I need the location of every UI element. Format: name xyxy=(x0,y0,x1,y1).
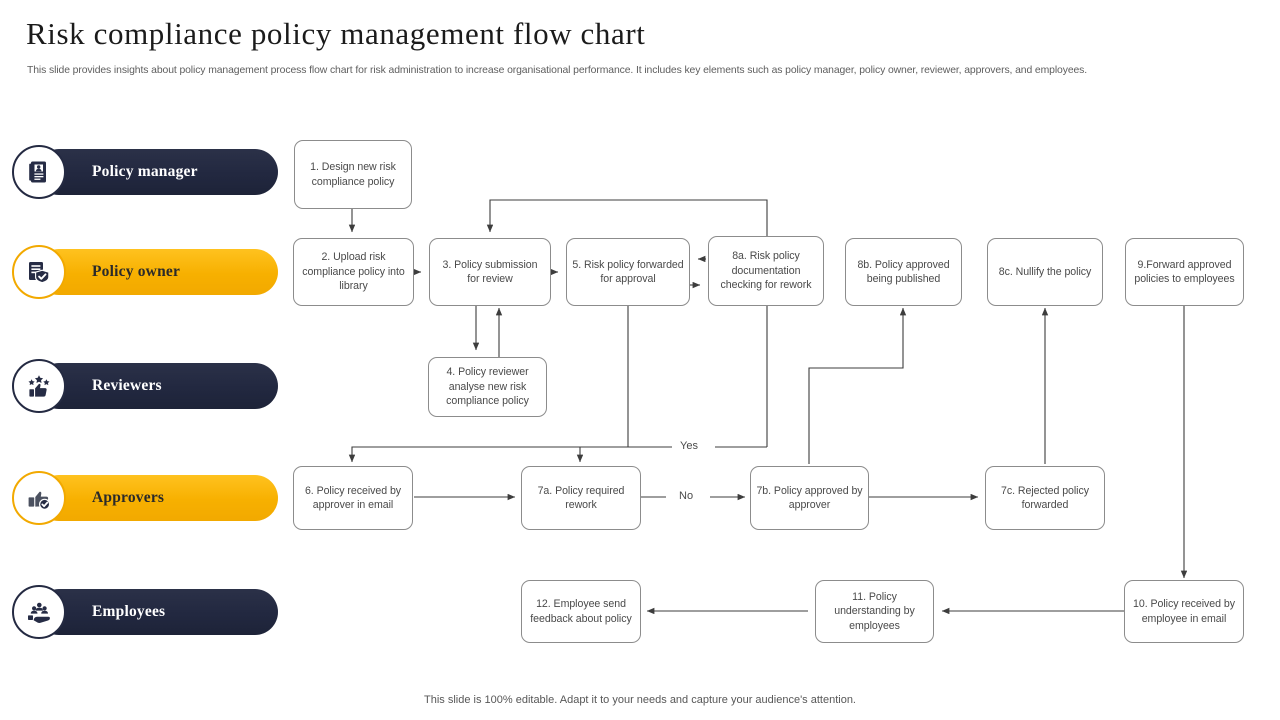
page-subtitle: This slide provides insights about polic… xyxy=(27,65,1088,76)
lane-label: Approvers xyxy=(92,489,165,506)
flow-node-8a[interactable]: 8a. Risk policy documentation checking f… xyxy=(708,236,824,306)
flow-node-8c[interactable]: 8c. Nullify the policy xyxy=(987,238,1103,306)
lane-policy-owner[interactable]: Policy owner xyxy=(12,245,278,299)
lane-label: Policy manager xyxy=(92,163,198,180)
flow-node-2[interactable]: 2. Upload risk compliance policy into li… xyxy=(293,238,414,306)
footer-note: This slide is 100% editable. Adapt it to… xyxy=(424,694,856,706)
lane-label: Reviewers xyxy=(92,377,162,394)
document-person-icon xyxy=(12,145,66,199)
edge-8a-to-3 xyxy=(486,199,768,236)
flow-node-5[interactable]: 5. Risk policy forwarded for approval xyxy=(566,238,690,306)
lane-policy-manager[interactable]: Policy manager xyxy=(12,145,278,199)
flow-node-11[interactable]: 11. Policy understanding by employees xyxy=(815,580,934,643)
lane-approvers[interactable]: Approvers xyxy=(12,471,278,525)
document-check-icon xyxy=(12,245,66,299)
edge-label-no: No xyxy=(679,490,694,502)
flow-node-7a[interactable]: 7a. Policy required rework xyxy=(521,466,641,530)
edge-7b-to-8b xyxy=(808,307,907,464)
edge-label-yes: Yes xyxy=(680,440,698,452)
flow-node-7b[interactable]: 7b. Policy approved by approver xyxy=(750,466,869,530)
flow-node-10[interactable]: 10. Policy received by employee in email xyxy=(1124,580,1244,643)
flow-node-4[interactable]: 4. Policy reviewer analyse new risk comp… xyxy=(428,357,547,417)
lane-employees[interactable]: Employees xyxy=(12,585,278,639)
flow-node-9[interactable]: 9.Forward approved policies to employees xyxy=(1125,238,1244,306)
lane-label: Employees xyxy=(92,603,166,620)
flow-node-3[interactable]: 3. Policy submission for review xyxy=(429,238,551,306)
thumbs-up-stars-icon xyxy=(12,359,66,413)
flow-node-12[interactable]: 12. Employee send feedback about policy xyxy=(521,580,641,643)
page-title: Risk compliance policy management flow c… xyxy=(26,16,646,51)
flow-node-8b[interactable]: 8b. Policy approved being published xyxy=(845,238,962,306)
people-group-icon xyxy=(12,585,66,639)
thumbs-up-check-icon xyxy=(12,471,66,525)
flow-node-1[interactable]: 1. Design new risk compliance policy xyxy=(294,140,412,209)
lane-reviewers[interactable]: Reviewers xyxy=(12,359,278,413)
lane-label: Policy owner xyxy=(92,263,181,280)
flow-node-6[interactable]: 6. Policy received by approver in email xyxy=(293,466,413,530)
flow-node-7c[interactable]: 7c. Rejected policy forwarded xyxy=(985,466,1105,530)
